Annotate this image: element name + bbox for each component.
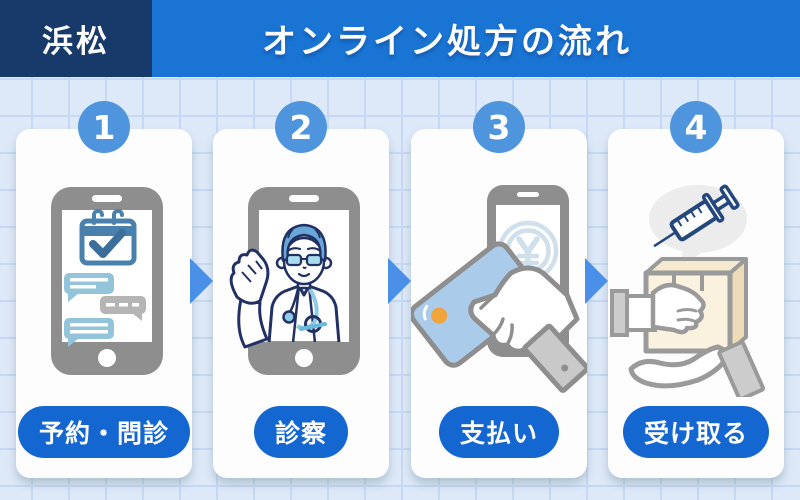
header: 浜松 オンライン処方の流れ: [0, 0, 800, 77]
step-card-payment: 支払い: [411, 129, 587, 478]
phone-calendar-chat-icon: [51, 187, 163, 375]
step-number-badge: 4: [670, 101, 722, 153]
step-label: 予約・問診: [17, 406, 191, 458]
step-label: 診察: [253, 406, 349, 458]
next-step-arrow-icon: [190, 258, 213, 304]
phone-doctor-video-icon: [229, 187, 360, 375]
step-number-badge: 2: [275, 101, 327, 153]
medicine-package-handoff-icon: [610, 184, 765, 397]
page-title: オンライン処方の流れ: [152, 0, 800, 77]
step-number-badge: 3: [473, 101, 525, 153]
step-card-receive: 受け取る: [608, 129, 784, 478]
step-card-reservation: 予約・問診: [16, 129, 192, 478]
next-step-arrow-icon: [388, 258, 411, 304]
step-card-examination: 診察: [213, 129, 389, 478]
step-label: 支払い: [438, 406, 560, 458]
next-step-arrow-icon: [585, 258, 608, 304]
step-number-badge: 1: [78, 101, 130, 153]
region-badge: 浜松: [0, 0, 152, 77]
step-label: 受け取る: [622, 406, 770, 458]
phone-card-payment-icon: [411, 185, 587, 393]
